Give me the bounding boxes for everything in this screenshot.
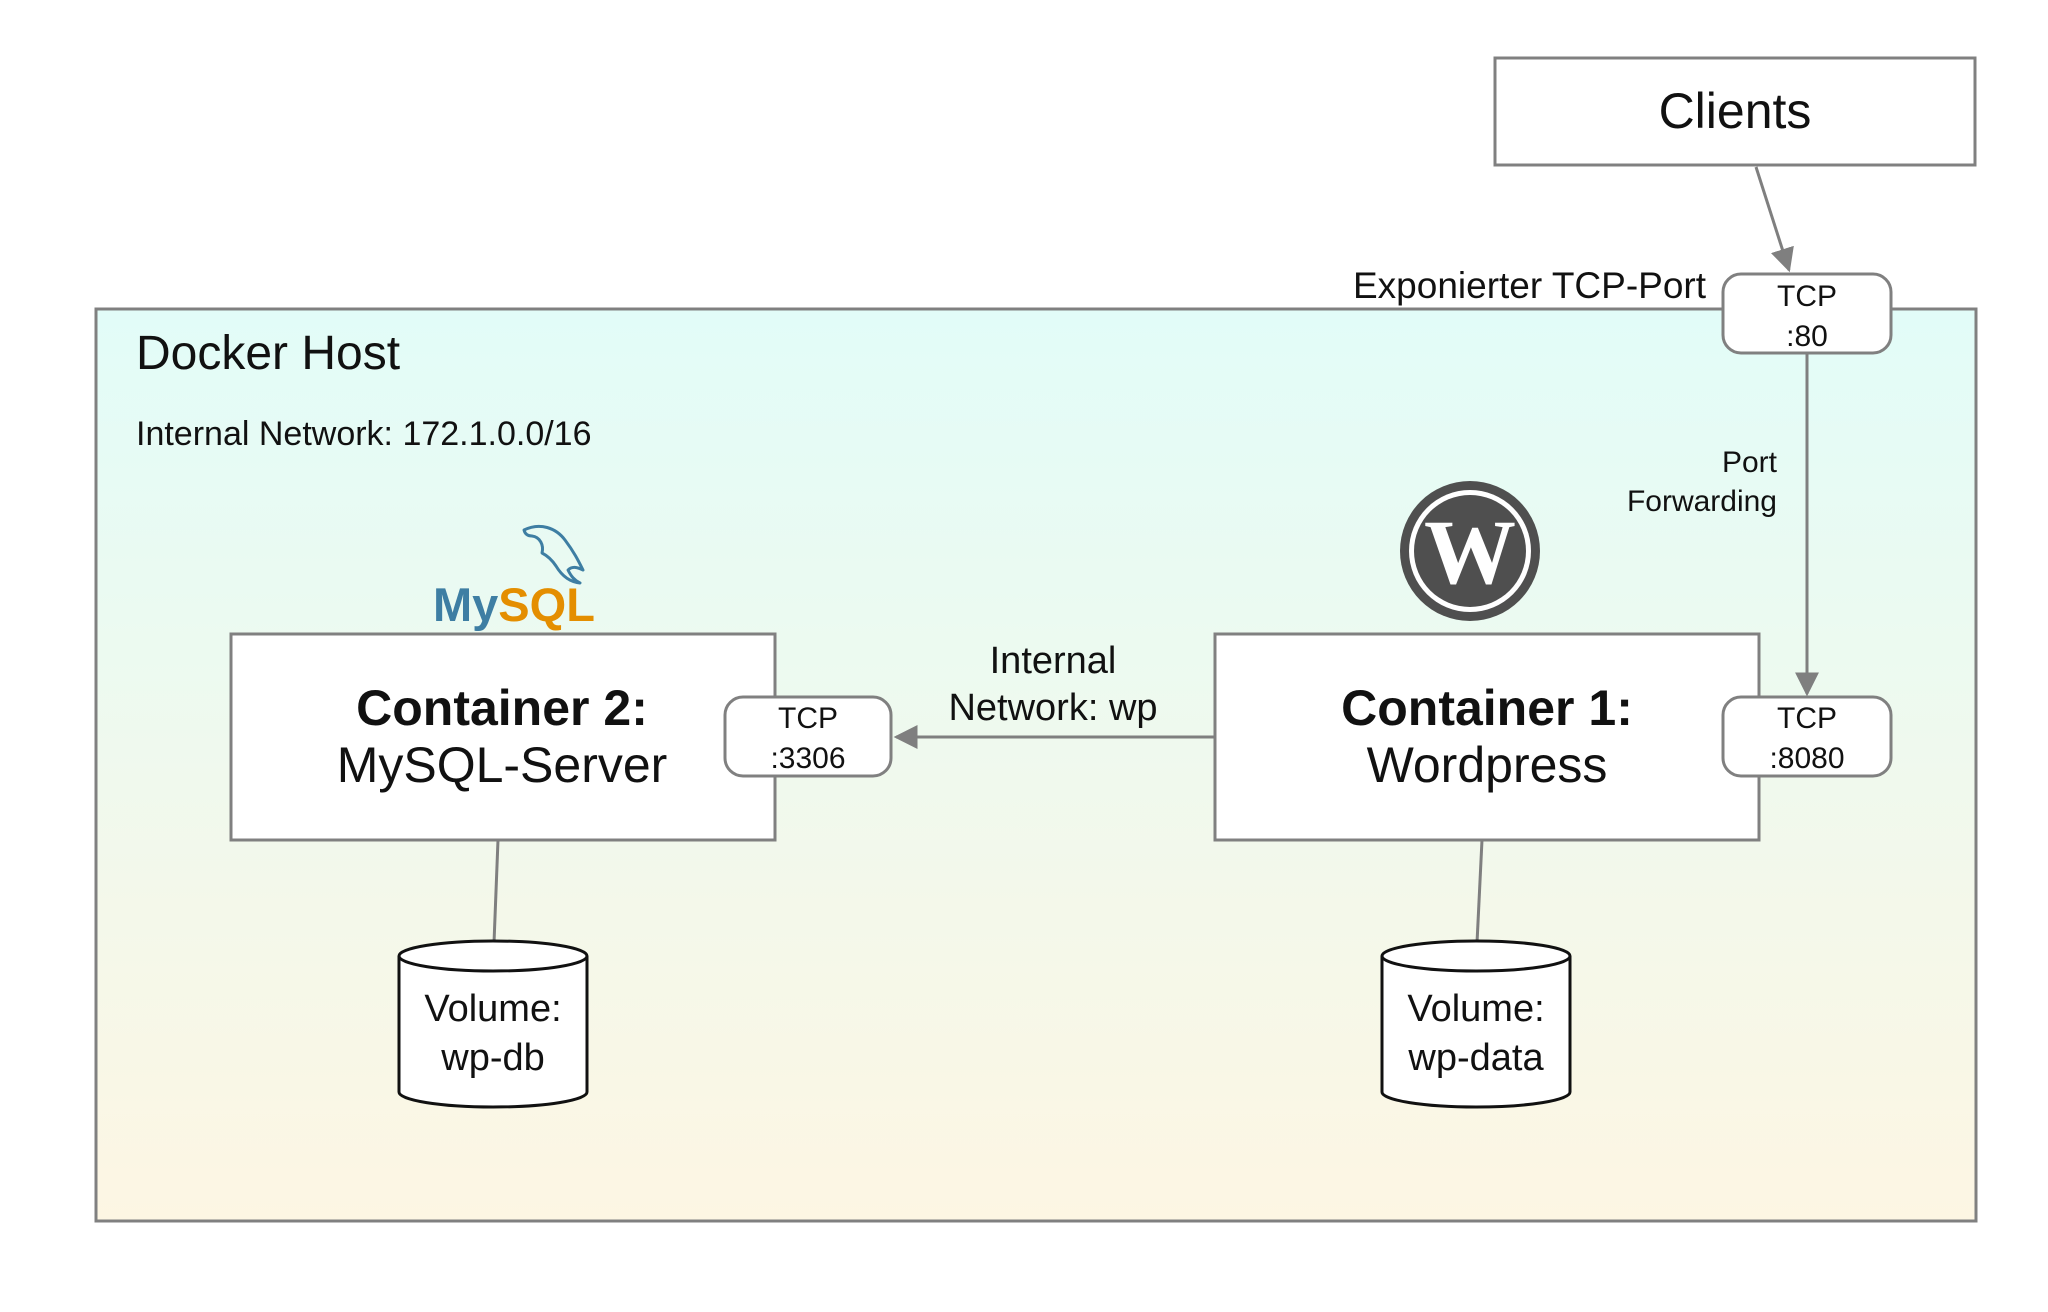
port-forwarding-label-line2: Forwarding xyxy=(1627,485,1777,518)
clients-to-port80-arrow xyxy=(1754,166,1794,273)
clients-label: Clients xyxy=(1659,83,1812,139)
volume-wp-db: Volume: wp-db xyxy=(397,939,589,1109)
svg-text:MySQL: MySQL xyxy=(433,578,595,631)
port-forwarding-label-line1: Port xyxy=(1722,446,1778,479)
container-mysql-box xyxy=(229,632,777,842)
port-8080-proto: TCP xyxy=(1777,702,1837,735)
docker-host-title: Docker Host xyxy=(136,327,400,380)
mysql-dolphin-icon xyxy=(522,524,585,585)
clients-box xyxy=(1493,56,1977,167)
volume-wp-data-line2: wp-data xyxy=(1407,1037,1544,1079)
mysql-volume-connector xyxy=(492,839,500,944)
container-mysql-subtitle: MySQL-Server xyxy=(337,737,668,793)
wp-volume-connector xyxy=(1475,839,1484,944)
mysql-logo: MySQL xyxy=(433,524,595,631)
container-wp-title: Container 1: xyxy=(1341,680,1633,736)
port-3306-number: :3306 xyxy=(770,742,845,775)
port-80-number: :80 xyxy=(1786,320,1828,353)
volume-wp-data: Volume: wp-data xyxy=(1380,939,1572,1109)
internal-network-wp-line2: Network: wp xyxy=(948,687,1157,729)
port-8080-number: :8080 xyxy=(1769,742,1844,775)
port-80-proto: TCP xyxy=(1777,280,1837,313)
volume-wp-db-line1: Volume: xyxy=(424,988,561,1030)
exposed-port-label: Exponierter TCP-Port xyxy=(1353,265,1707,306)
container-wp-box xyxy=(1213,632,1761,842)
volume-wp-db-line2: wp-db xyxy=(440,1037,545,1079)
port-3306-box xyxy=(723,695,893,778)
wordpress-logo: W xyxy=(1400,481,1540,621)
container-wp-subtitle: Wordpress xyxy=(1367,737,1608,793)
port-3306-proto: TCP xyxy=(778,702,838,735)
volume-wp-data-line1: Volume: xyxy=(1407,988,1544,1030)
wordpress-w-icon: W xyxy=(1424,501,1516,603)
container-mysql-title: Container 2: xyxy=(356,680,648,736)
internal-network-wp-line1: Internal xyxy=(990,640,1117,682)
internal-network-label: Internal Network: 172.1.0.0/16 xyxy=(136,415,592,453)
port-8080-box xyxy=(1721,695,1893,778)
port-80-box xyxy=(1721,272,1893,355)
